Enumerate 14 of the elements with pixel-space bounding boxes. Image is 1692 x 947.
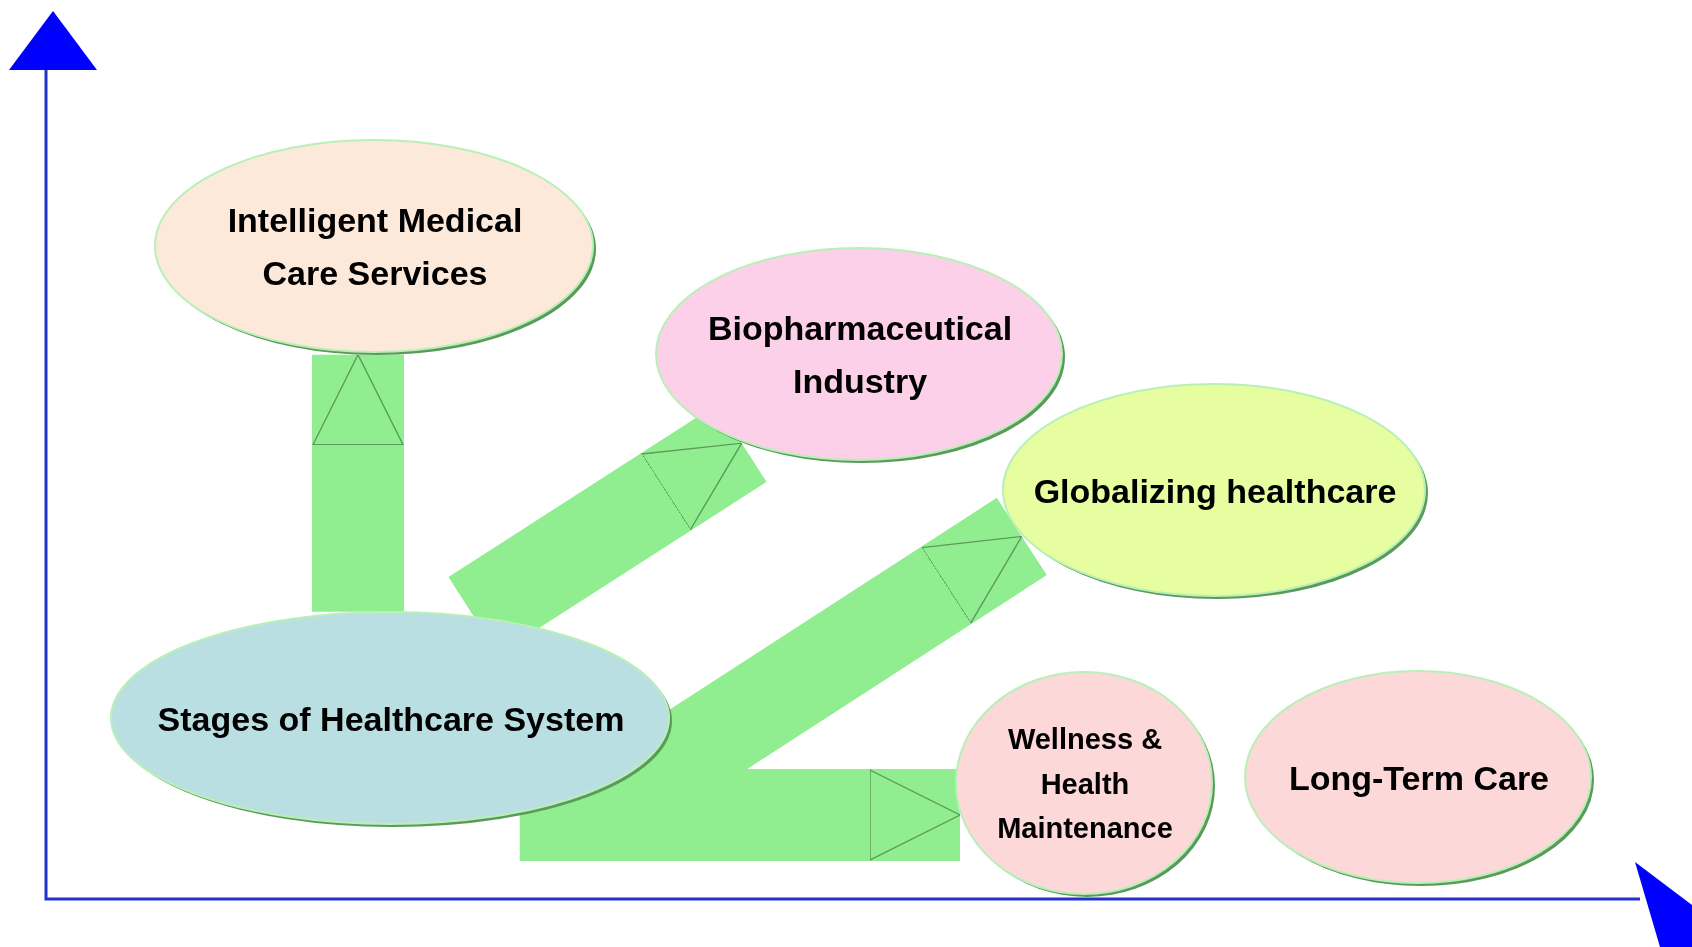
node-label: Stages of Healthcare System — [157, 698, 625, 740]
node-label: Wellness & Health Maintenance — [996, 721, 1174, 847]
node-label: Intelligent Medical Care Services — [226, 200, 524, 294]
ellipse-node — [154, 139, 596, 355]
node-label: Biopharmaceutical Industry — [706, 308, 1014, 402]
ellipse-node — [955, 671, 1215, 897]
node-label: Globalizing healthcare — [1033, 470, 1397, 512]
ellipse-node — [655, 247, 1065, 463]
ellipse-node — [110, 611, 672, 827]
ellipse-node — [1002, 383, 1428, 599]
block-arrow — [312, 354, 404, 612]
ellipse-node — [1244, 670, 1594, 886]
block-arrow — [519, 769, 961, 861]
node-label: Long-Term Care — [1288, 757, 1550, 799]
